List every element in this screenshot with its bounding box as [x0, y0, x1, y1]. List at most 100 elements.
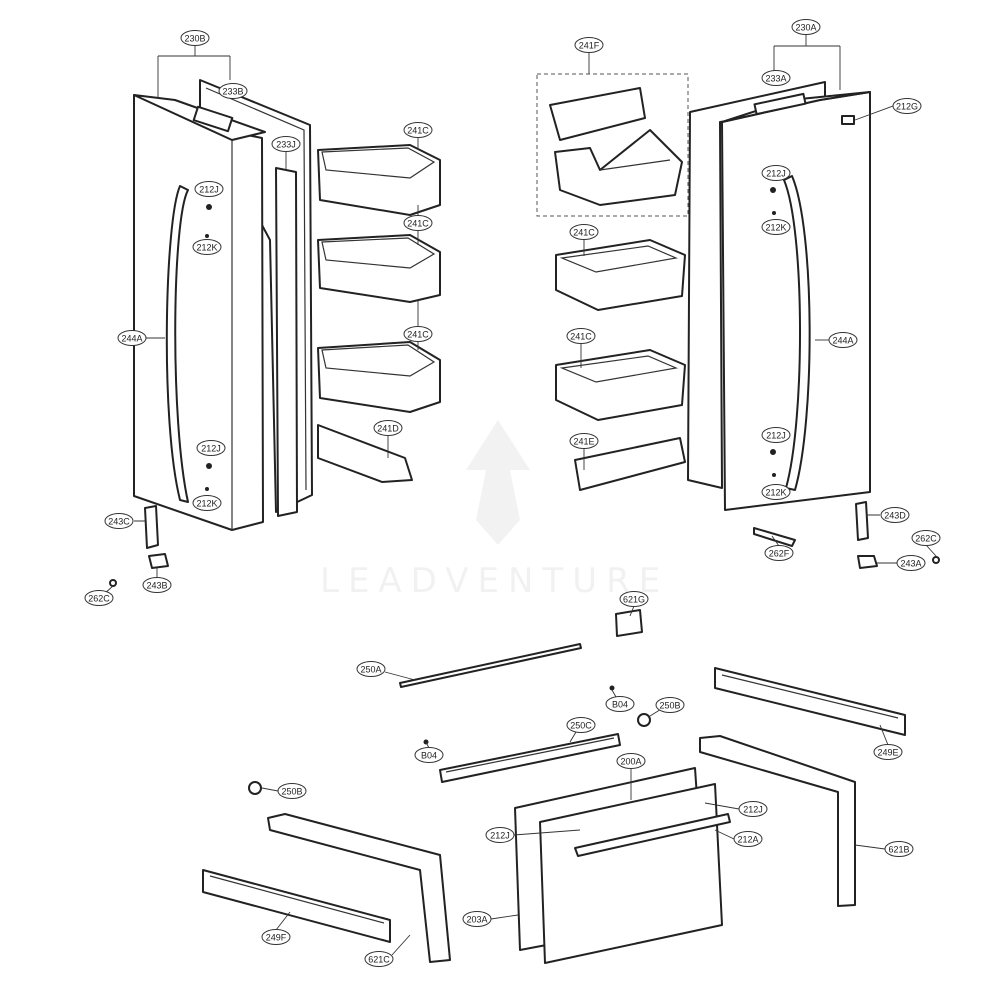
callout-label: 212J — [490, 831, 510, 841]
part-callout-212j: 212J — [194, 181, 224, 197]
callout-label: 241C — [573, 228, 595, 238]
callout-label: 243B — [146, 581, 167, 591]
right-door-panel — [721, 91, 871, 511]
part-callout-b04: B04 — [605, 696, 635, 712]
callout-bubble — [880, 507, 910, 523]
callout-bubble — [403, 122, 433, 138]
callout-bubble — [218, 83, 248, 99]
part-callout-212j: 212J — [738, 801, 768, 817]
callout-bubble — [180, 30, 210, 46]
right-door-bin-small — [574, 437, 686, 491]
callout-label: 233B — [222, 87, 243, 97]
callout-bubble — [403, 215, 433, 231]
part-callout-b04: B04 — [414, 747, 444, 763]
part-callout-243a: 243A — [896, 555, 926, 571]
part-callout-212j: 212J — [761, 165, 791, 181]
callout-bubble — [277, 783, 307, 799]
callout-label: 203A — [466, 915, 487, 925]
callout-bubble — [569, 433, 599, 449]
right-drawer-frame — [699, 735, 856, 907]
callout-bubble — [574, 37, 604, 53]
callout-label: 250C — [570, 721, 592, 731]
callout-label: 244A — [121, 334, 142, 344]
callout-bubble — [761, 484, 791, 500]
part-callout-249e: 249E — [873, 744, 903, 760]
callout-label: 212K — [765, 223, 786, 233]
drawer-gear — [248, 713, 651, 795]
callout-label: 233J — [276, 140, 296, 150]
part-callout-212k: 212K — [761, 484, 791, 500]
callout-bubble — [261, 929, 291, 945]
left-door-panel — [133, 94, 266, 531]
callout-bubble — [462, 911, 492, 927]
callout-label: 212G — [896, 102, 918, 112]
callout-label: 230B — [184, 34, 205, 44]
left-hinge-bracket — [109, 505, 169, 587]
callout-bubble — [566, 328, 596, 344]
part-callout-233a: 233A — [761, 70, 791, 86]
part-callout-241d: 241D — [373, 420, 403, 436]
dispenser-group-outline — [536, 73, 689, 217]
callout-label: 262C — [915, 534, 937, 544]
drawer-clip — [615, 609, 643, 637]
watermark-logo — [466, 420, 530, 545]
callout-bubble — [192, 239, 222, 255]
callout-bubble — [761, 70, 791, 86]
left-door-bin-2 — [317, 234, 441, 303]
callout-label: 262F — [769, 549, 790, 559]
callout-bubble — [196, 440, 226, 456]
part-callout-243d: 243D — [880, 507, 910, 523]
part-callout-241c: 241C — [569, 224, 599, 240]
callout-label: 212K — [196, 499, 217, 509]
callout-label: 249E — [877, 748, 898, 758]
callout-label: 212J — [201, 444, 221, 454]
right-drawer-rail — [714, 667, 906, 736]
freezer-drawer-front — [539, 783, 731, 964]
callout-label: 241C — [570, 332, 592, 342]
callout-label: 241E — [573, 437, 594, 447]
callout-bubble — [485, 827, 515, 843]
part-callout-212j: 212J — [485, 827, 515, 843]
part-callouts: 230B233B233J212J212K244A212J212K243C243B… — [84, 19, 941, 967]
callout-bubble — [373, 420, 403, 436]
left-door-handle — [165, 185, 189, 503]
callout-bubble — [896, 555, 926, 571]
callout-label: 212A — [737, 835, 758, 845]
callout-bubble — [414, 747, 444, 763]
callout-label: 250A — [360, 665, 381, 675]
callout-bubble — [194, 181, 224, 197]
callout-bubble — [364, 951, 394, 967]
callout-bubble — [873, 744, 903, 760]
callout-label: 241C — [407, 126, 429, 136]
part-callout-212a: 212A — [733, 831, 763, 847]
callout-bubble — [616, 753, 646, 769]
callout-label: 262C — [88, 594, 110, 604]
callout-bubble — [84, 590, 114, 606]
callout-label: 212K — [196, 243, 217, 253]
left-door-liner-strip — [275, 167, 298, 517]
part-callout-230b: 230B — [180, 30, 210, 46]
dispenser-bin — [554, 129, 683, 206]
callout-bubble — [791, 19, 821, 35]
part-callout-250b: 250B — [277, 783, 307, 799]
drawer-screws — [423, 685, 615, 745]
part-callout-244a: 244A — [828, 332, 858, 348]
callout-label: 241D — [377, 424, 399, 434]
callout-label: 243A — [900, 559, 921, 569]
part-callout-241c: 241C — [566, 328, 596, 344]
callout-bubble — [142, 577, 172, 593]
callout-bubble — [271, 136, 301, 152]
callout-bubble — [764, 545, 794, 561]
part-callout-212k: 212K — [761, 219, 791, 235]
right-door-screws — [770, 187, 776, 477]
part-callout-262c: 262C — [911, 530, 941, 546]
part-callout-212j: 212J — [196, 440, 226, 456]
callout-bubble — [892, 98, 922, 114]
callout-label: 241F — [579, 41, 600, 51]
part-callout-241e: 241E — [569, 433, 599, 449]
drawer-rod — [399, 643, 582, 688]
part-callout-250b: 250B — [655, 697, 685, 713]
callout-label: 621C — [368, 955, 390, 965]
